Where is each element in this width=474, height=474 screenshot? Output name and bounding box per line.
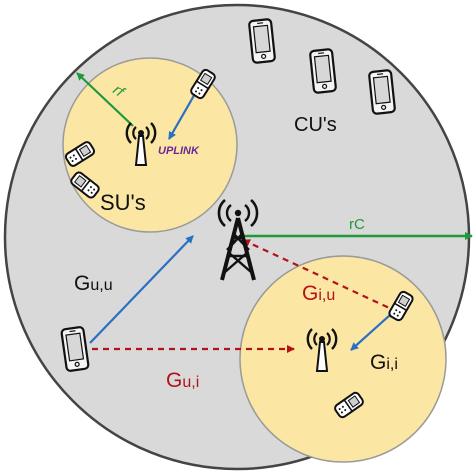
- gain-ii-arrow: [350, 314, 391, 351]
- macro-radius-label: rC: [349, 216, 365, 233]
- small-cell-radius-arrow: [76, 72, 134, 127]
- uplink-arrow-small-cell: [168, 91, 197, 140]
- smartphone-icon: [247, 17, 277, 65]
- smartphone-icon: [308, 47, 338, 95]
- small-cell-users-label: SU's: [100, 190, 146, 215]
- gain-uu-arrow: [89, 235, 194, 344]
- smartphone-icon: [60, 325, 90, 373]
- gain-uu-label: Gu,u: [74, 272, 113, 295]
- macro-tower-icon: [217, 199, 259, 281]
- gain-ui-label: Gu,i: [166, 369, 199, 392]
- uplink-label: UPLINK: [158, 145, 200, 157]
- smartphone-icon: [367, 68, 397, 116]
- gain-ii-label: Gi,i: [370, 351, 398, 374]
- cellular-users-label: CU's: [294, 114, 337, 136]
- gain-iu-label: Gi,u: [302, 282, 335, 305]
